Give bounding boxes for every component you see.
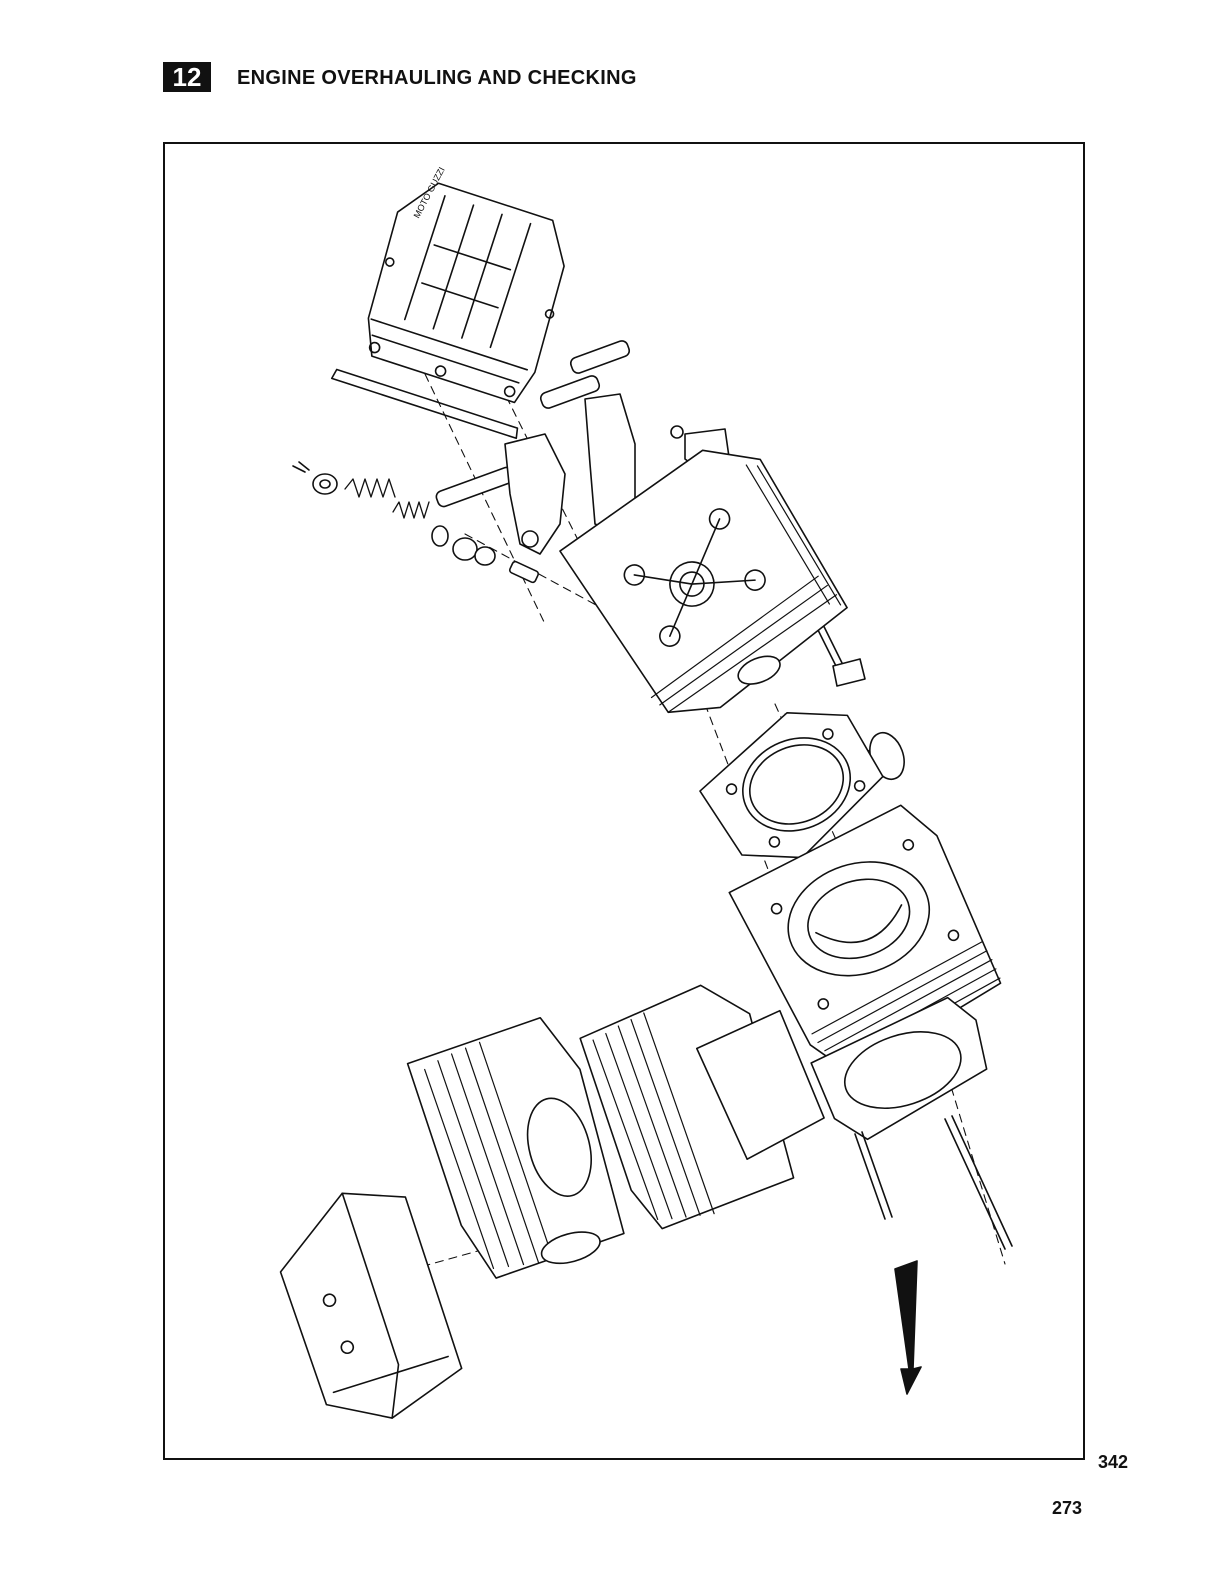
rocker-cover: MOTO GUZZI — [353, 158, 587, 406]
exploded-view-figure: MOTO GUZZI — [163, 142, 1085, 1460]
section-title: ENGINE OVERHAULING AND CHECKING — [237, 67, 637, 89]
figure-number: 342 — [1098, 1452, 1128, 1473]
section-number-badge: 12 — [163, 62, 211, 92]
arrow-down-icon — [895, 1261, 921, 1394]
exploded-engine-drawing: MOTO GUZZI — [165, 144, 1083, 1458]
crankcase-cover — [265, 1175, 469, 1436]
page-number: 273 — [1052, 1498, 1082, 1519]
cylinder-studs — [855, 1116, 1012, 1249]
